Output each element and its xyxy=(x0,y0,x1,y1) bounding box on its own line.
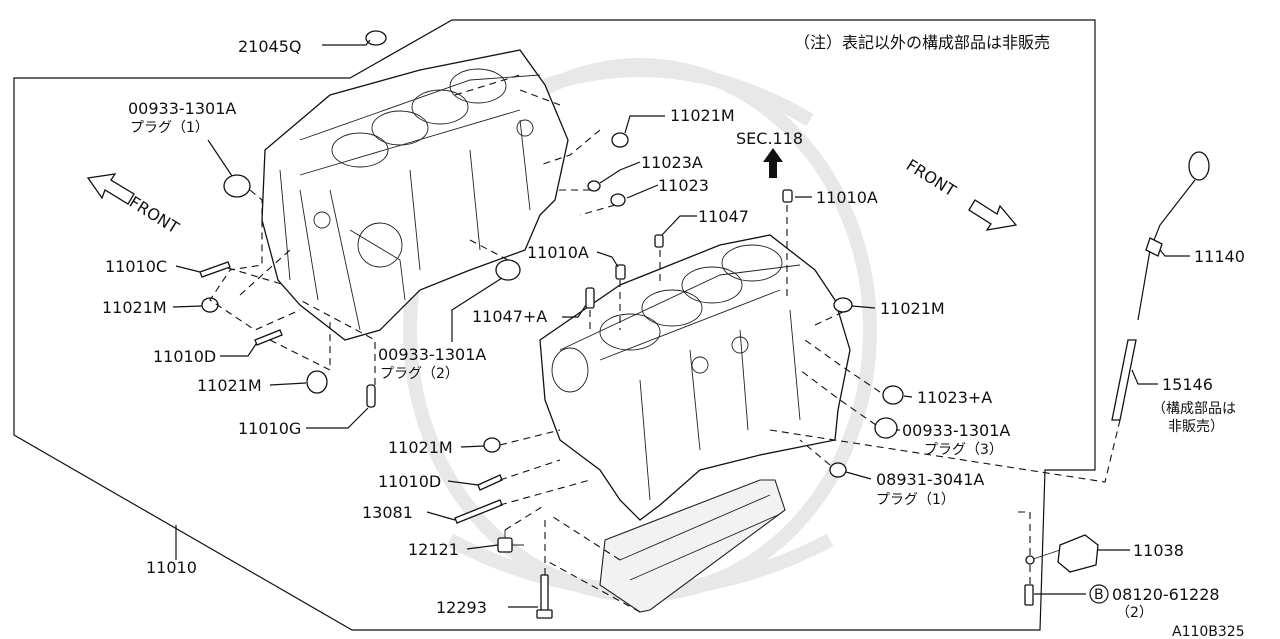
label-11010d-a: 11010D xyxy=(153,347,216,366)
label-11047: 11047 xyxy=(698,207,749,226)
label-08931-sub: プラグ（1） xyxy=(876,492,955,508)
label-00933-plug-3-sub: プラグ（3） xyxy=(924,442,1003,458)
label-11038: 11038 xyxy=(1133,541,1184,560)
label-13081: 13081 xyxy=(362,503,413,522)
label-11010c: 11010C xyxy=(105,257,167,276)
label-11010g: 11010G xyxy=(238,419,301,438)
label-11021m-d: 11021M xyxy=(197,376,262,395)
front-arrow-right xyxy=(968,199,1018,231)
bolt-marker-circle xyxy=(1089,584,1109,604)
label-00933-plug-2: 00933-1301A xyxy=(378,345,486,364)
label-11021m-e: 11021M xyxy=(388,438,453,457)
label-11023a-b: 11023+A xyxy=(917,388,992,407)
front-label-right: FRONT xyxy=(903,155,960,200)
label-15146-sub1: （構成部品は xyxy=(1152,401,1236,417)
label-11021m-a: 11021M xyxy=(670,106,735,125)
label-21045q: 21045Q xyxy=(238,37,302,56)
label-11047a: 11047+A xyxy=(472,307,547,326)
label-11010: 11010 xyxy=(146,558,197,577)
cylinder-block-left xyxy=(261,49,569,341)
label-11023: 11023 xyxy=(658,176,709,195)
label-15146: 15146 xyxy=(1162,375,1213,394)
label-11140: 11140 xyxy=(1194,247,1245,266)
label-08931: 08931-3041A xyxy=(876,470,984,489)
part-labels: （注）表記以外の構成部品は非販売 21045Q 00933-1301A プラグ（… xyxy=(102,33,1245,639)
label-00933-plug-2-sub: プラグ（2） xyxy=(380,366,459,382)
label-11023a: 11023A xyxy=(641,153,703,172)
small-parts xyxy=(199,30,1210,619)
diagram-code: A110B325 xyxy=(1172,624,1245,639)
label-08120-sub: （2） xyxy=(1116,605,1153,621)
label-11021m-b: 11021M xyxy=(102,298,167,317)
label-00933-plug-1: 00933-1301A xyxy=(128,99,236,118)
note-text: （注）表記以外の構成部品は非販売 xyxy=(794,33,1050,52)
bolt-marker-letter: B xyxy=(1094,587,1104,603)
label-11010d-b: 11010D xyxy=(378,472,441,491)
label-15146-sub2: 非販売） xyxy=(1168,419,1224,435)
assembly-boundary xyxy=(13,19,1096,631)
label-sec118: SEC.118 xyxy=(736,129,803,148)
label-11021m-c: 11021M xyxy=(880,299,945,318)
front-label-left: FRONT xyxy=(126,192,183,237)
label-00933-plug-1-sub: プラグ（1） xyxy=(130,120,209,136)
front-arrow-left xyxy=(86,173,135,205)
label-11010a-a: 11010A xyxy=(816,188,878,207)
cylinder-block-center xyxy=(539,234,851,613)
label-12121: 12121 xyxy=(408,540,459,559)
sec118-arrow xyxy=(763,148,783,178)
assembly-lines xyxy=(209,74,1121,613)
label-11010a-b: 11010A xyxy=(527,243,589,262)
label-12293: 12293 xyxy=(436,598,487,617)
label-08120: 08120-61228 xyxy=(1112,585,1220,604)
leader-lines xyxy=(172,39,1190,608)
label-00933-plug-3: 00933-1301A xyxy=(902,421,1010,440)
